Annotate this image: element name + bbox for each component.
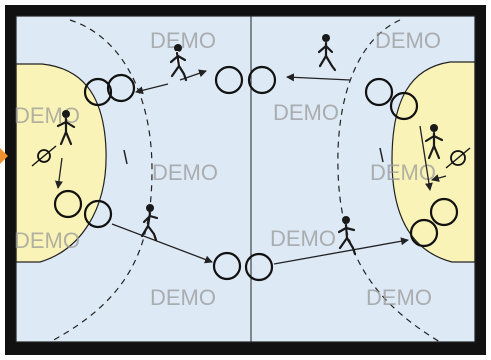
watermark: DEMO (366, 285, 432, 310)
player-icon (337, 216, 357, 256)
movement-arrow (111, 223, 213, 264)
player-icon (140, 204, 159, 242)
watermark: DEMO (270, 226, 336, 251)
side-marker-icon (0, 148, 8, 164)
movement-arrow (431, 174, 447, 182)
player-with-ball-icon (56, 110, 76, 146)
cone-station (214, 65, 277, 95)
court-border (15, 15, 476, 343)
watermark: DEMO (375, 28, 441, 53)
left-7m-mark (123, 149, 128, 165)
cone-station (212, 251, 274, 282)
movement-arrow (179, 69, 207, 81)
movement-arrow (286, 73, 351, 82)
cone-station (364, 77, 419, 121)
watermark: DEMO (273, 100, 339, 125)
right-7m-mark (379, 147, 384, 163)
ball-icon (31, 145, 57, 167)
ball-icon (445, 147, 471, 169)
watermark: DEMO (152, 160, 218, 185)
right-goal-area (391, 61, 475, 263)
player-icon (317, 34, 337, 72)
right-free-throw-line (337, 19, 441, 342)
player-with-ball-icon (424, 124, 444, 160)
player-icon (169, 44, 188, 82)
watermark: DEMO (150, 285, 216, 310)
movement-arrow (54, 157, 63, 189)
cone-station (409, 197, 459, 248)
watermark: DEMO (370, 160, 436, 185)
cone-station (53, 189, 113, 229)
watermark: DEMO (150, 28, 216, 53)
movement-arrow (273, 237, 409, 265)
watermark: DEMO (14, 228, 80, 253)
cone-station (83, 73, 136, 107)
movement-arrow (419, 125, 433, 191)
movement-arrow (135, 83, 169, 95)
